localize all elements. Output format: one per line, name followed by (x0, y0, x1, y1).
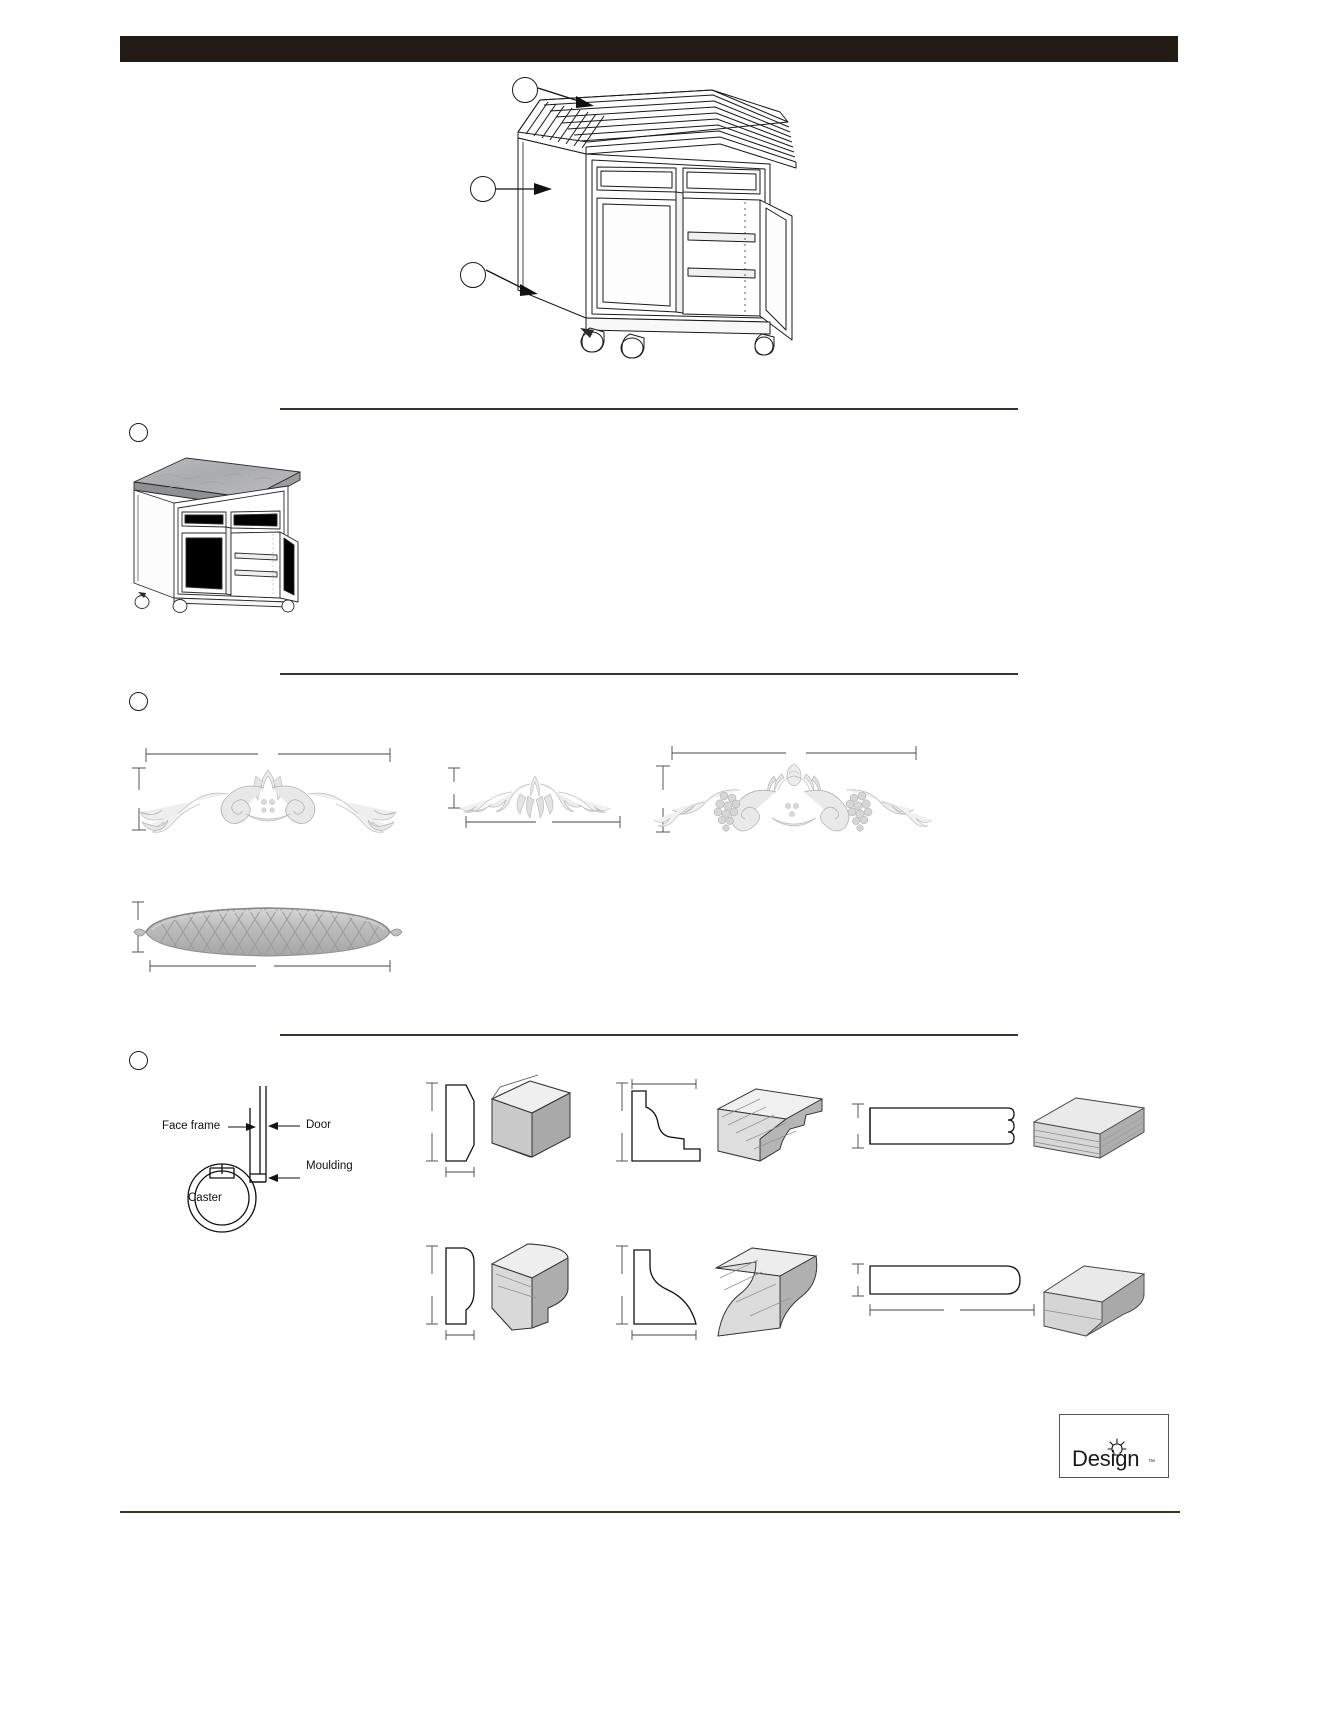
caster-detail-diagram (150, 1078, 390, 1238)
bead-board-profile (848, 1078, 1148, 1188)
callout-caster-leader (485, 269, 538, 296)
section-bullet-onlays (129, 692, 148, 711)
section-rule-finished-cabinet (280, 408, 1018, 410)
section-bullet-finished-cabinet (129, 423, 148, 442)
section-rule-mouldings (280, 1034, 1018, 1036)
finished-cabinet-illustration (128, 450, 328, 613)
ogee-edge-profile (420, 1238, 580, 1348)
braided-oval-medallion (128, 890, 408, 975)
callout-side-panel-circle (470, 176, 496, 202)
small-leaf-onlay (440, 760, 630, 840)
exploded-cabinet-illustration (440, 72, 840, 362)
moulding-label: Moulding (306, 1160, 353, 1172)
header-bar (120, 36, 1178, 62)
section-rule-onlays (280, 673, 1018, 675)
section-bullet-mouldings (129, 1051, 148, 1070)
callout-top-circle (512, 77, 538, 103)
design-logo: Design ™ (1059, 1414, 1169, 1478)
face-frame-label: Face frame (162, 1120, 221, 1132)
callout-top-leader (537, 87, 594, 108)
grape-cluster-onlay (650, 740, 933, 840)
cove-crown-profile (610, 1075, 830, 1185)
footer-rule (120, 1511, 1180, 1513)
acanthus-scroll-onlay (128, 740, 408, 840)
bullnose-profile (848, 1248, 1148, 1358)
lightbulb-icon (1107, 1438, 1127, 1456)
design-logo-trademark: ™ (1148, 1459, 1155, 1466)
caster-label: Caster (188, 1192, 222, 1204)
cove-base-profile (610, 1238, 830, 1348)
door-label: Door (306, 1119, 331, 1131)
callout-side-panel-leader (496, 183, 552, 195)
bevel-edge-profile (420, 1074, 580, 1185)
design-logo-text: Design (1072, 1446, 1140, 1471)
callout-caster-circle (460, 262, 486, 288)
